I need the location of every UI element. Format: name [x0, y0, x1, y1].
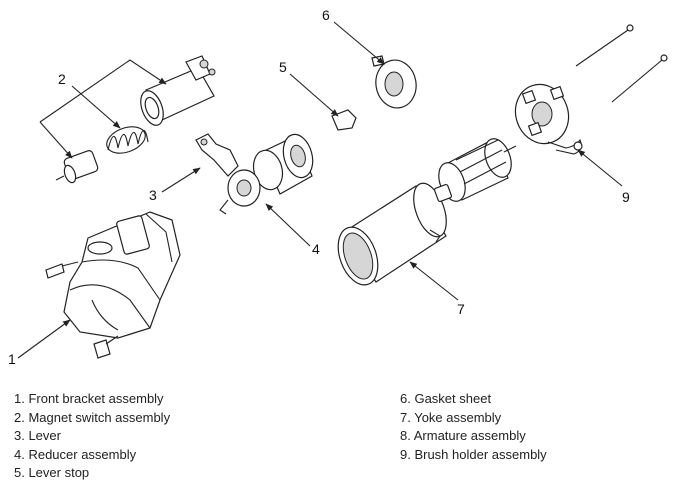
magnet-switch-body: [140, 55, 216, 126]
leader-1: [17, 319, 71, 359]
callout-9: 9: [622, 189, 630, 205]
callout-2: 2: [58, 71, 66, 87]
legend-item: 8. Armature assembly: [400, 428, 526, 444]
callout-4: 4: [312, 241, 320, 257]
leader-2-bracket: [39, 59, 167, 123]
through-bolt-lower: [611, 54, 668, 103]
legend-right: 6. Gasket sheet 7. Yoke assembly 8. Arma…: [400, 390, 547, 464]
gasket-sheet: [371, 55, 417, 109]
legend-item: 7. Yoke assembly: [400, 409, 502, 425]
leader-9: [577, 149, 623, 187]
through-bolt-upper: [575, 24, 634, 67]
leader-7: [409, 261, 459, 301]
leader-lines: [17, 21, 623, 359]
callout-6: 6: [322, 7, 330, 23]
bracket-bolt-upper: [45, 261, 79, 279]
magnet-switch-spring: [106, 126, 149, 154]
legend-item: 3. Lever: [14, 428, 61, 444]
legend-item: 1. Front bracket assembly: [14, 391, 164, 406]
callout-5: 5: [279, 59, 287, 75]
leader-5: [289, 73, 339, 117]
reducer-assembly: [219, 133, 314, 215]
leader-3: [161, 167, 201, 193]
legend-item: 6. Gasket sheet: [400, 391, 492, 406]
starter-exploded-diagram: 1 2 3 4 5 6 7 9: [8, 7, 668, 367]
lever: [195, 133, 239, 177]
leader-2-left: [39, 121, 73, 159]
legend-left: 1. Front bracket assembly 2. Magnet swit…: [14, 390, 170, 483]
leader-2-spring: [71, 85, 121, 129]
front-bracket-assembly: [63, 211, 181, 339]
bracket-bolt-lower: [93, 335, 119, 359]
leader-4: [265, 203, 311, 247]
legend-item: 2. Magnet switch assembly: [14, 409, 171, 425]
brush-holder-assembly: [514, 83, 583, 155]
armature-assembly: [433, 138, 517, 203]
yoke-assembly: [337, 182, 447, 286]
legend-item: 9. Brush holder assembly: [400, 446, 547, 462]
legend-item: 5. Lever stop: [14, 465, 90, 481]
leader-6: [333, 21, 385, 65]
legend-item: 4. Reducer assembly: [14, 446, 137, 462]
callout-7: 7: [457, 301, 465, 317]
plunger: [55, 150, 99, 184]
callout-3: 3: [149, 187, 157, 203]
callout-1: 1: [8, 351, 16, 367]
lever-stop: [331, 109, 357, 131]
